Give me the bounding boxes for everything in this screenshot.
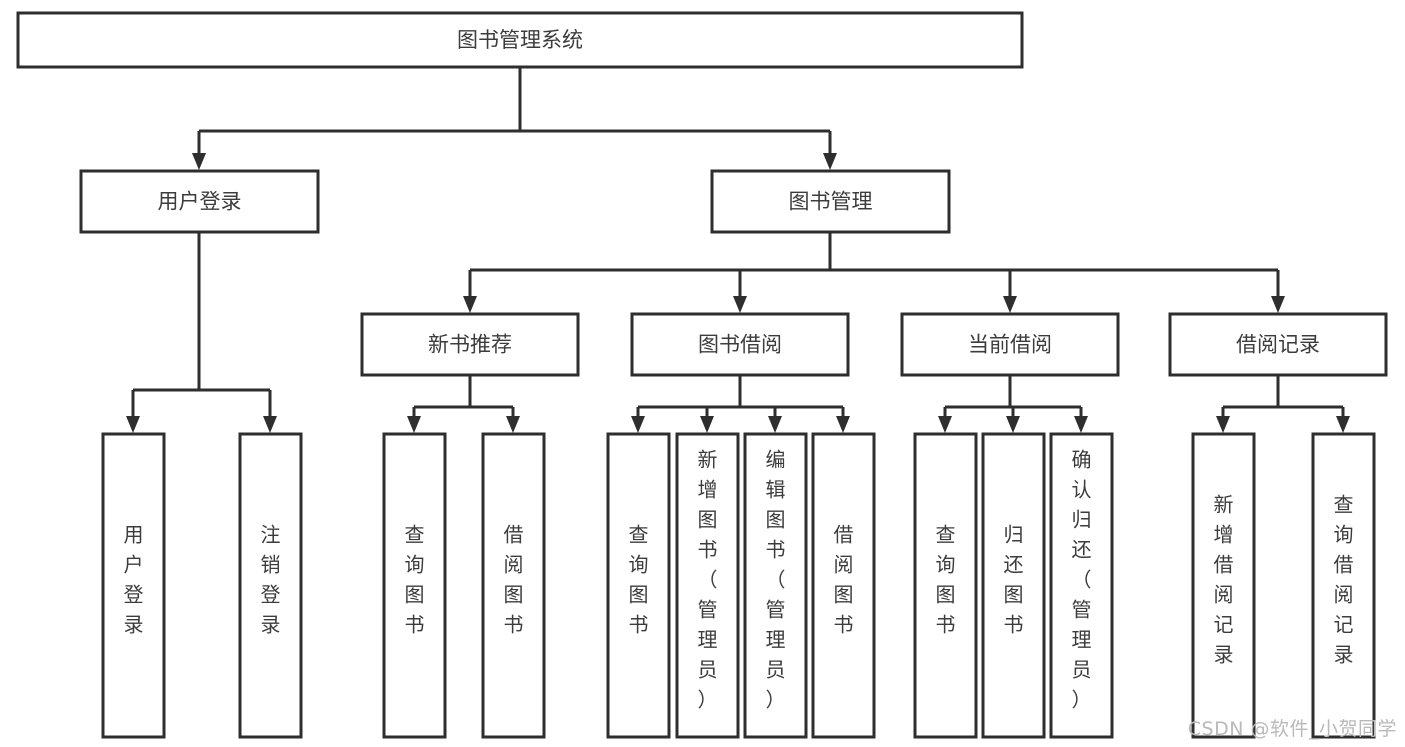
node-label: 新书推荐	[428, 333, 512, 357]
connector-layer	[126, 67, 1350, 433]
node-box[interactable]	[710, 169, 951, 234]
node-leaf-query-record[interactable]: 查询借阅记录	[1311, 432, 1376, 739]
node-label: 新增图书（管理员）	[698, 448, 718, 712]
node-label: 图书借阅	[698, 333, 782, 357]
node-label: 新增借阅记录	[1214, 493, 1234, 667]
node-box[interactable]	[382, 432, 447, 739]
node-box[interactable]	[1168, 312, 1388, 377]
connector-login-to-leaves	[126, 232, 277, 433]
node-label: 归还图书	[1004, 523, 1024, 637]
node-label: 查询图书	[936, 523, 956, 637]
node-label: 图书管理	[789, 190, 873, 214]
node-box[interactable]	[606, 432, 671, 739]
node-login[interactable]: 用户登录	[79, 169, 320, 234]
connector-bookmgmt-to-level3	[463, 232, 1285, 313]
node-box[interactable]	[675, 432, 740, 739]
node-box[interactable]	[811, 432, 876, 739]
node-newbook[interactable]: 新书推荐	[360, 312, 580, 377]
connector-root-to-level2	[192, 67, 837, 170]
node-label: 查询图书	[629, 523, 649, 637]
node-box[interactable]	[1191, 432, 1256, 739]
node-label: 确认归还（管理员）	[1072, 448, 1092, 712]
node-box[interactable]	[79, 169, 320, 234]
node-leaf-query-book-borrow[interactable]: 查询图书	[606, 432, 671, 739]
node-box[interactable]	[630, 312, 850, 377]
node-box[interactable]	[360, 312, 580, 377]
node-leaf-return-book[interactable]: 归还图书	[981, 432, 1046, 739]
node-label: 借阅记录	[1236, 333, 1320, 357]
node-label: 图书管理系统	[457, 28, 583, 52]
node-leaf-edit-book[interactable]: 编辑图书（管理员）	[743, 432, 808, 739]
node-layer: 图书管理系统用户登录图书管理新书推荐图书借阅当前借阅借阅记录用户登录注销登录查询…	[16, 11, 1388, 739]
node-box[interactable]	[1049, 432, 1114, 739]
node-label: 用户登录	[158, 190, 242, 214]
node-box[interactable]	[913, 432, 978, 739]
node-leaf-confirm-return[interactable]: 确认归还（管理员）	[1049, 432, 1114, 739]
node-box[interactable]	[900, 312, 1120, 377]
node-bookmgmt[interactable]: 图书管理	[710, 169, 951, 234]
node-leaf-add-book[interactable]: 新增图书（管理员）	[675, 432, 740, 739]
node-leaf-query-book-new[interactable]: 查询图书	[382, 432, 447, 739]
connector-current-to-leaves	[938, 375, 1088, 433]
node-label: 编辑图书（管理员）	[766, 448, 786, 712]
node-box[interactable]	[1311, 432, 1376, 739]
node-label: 当前借阅	[968, 333, 1052, 357]
node-root[interactable]: 图书管理系统	[16, 11, 1024, 69]
node-box[interactable]	[16, 11, 1024, 69]
node-label: 查询借阅记录	[1334, 493, 1354, 667]
node-current[interactable]: 当前借阅	[900, 312, 1120, 377]
node-box[interactable]	[743, 432, 808, 739]
node-leaf-user-login[interactable]: 用户登录	[101, 432, 166, 739]
node-borrow[interactable]: 图书借阅	[630, 312, 850, 377]
connector-newbook-to-leaves	[407, 375, 520, 433]
node-leaf-add-record[interactable]: 新增借阅记录	[1191, 432, 1256, 739]
node-label: 查询图书	[405, 523, 425, 637]
connector-borrow-to-leaves	[631, 375, 850, 433]
node-leaf-borrow-book[interactable]: 借阅图书	[811, 432, 876, 739]
node-box[interactable]	[481, 432, 546, 739]
node-box[interactable]	[981, 432, 1046, 739]
node-box[interactable]	[101, 432, 166, 739]
node-leaf-user-logout[interactable]: 注销登录	[238, 432, 303, 739]
node-label: 借阅图书	[504, 523, 524, 637]
node-leaf-query-book-current[interactable]: 查询图书	[913, 432, 978, 739]
node-records[interactable]: 借阅记录	[1168, 312, 1388, 377]
node-box[interactable]	[238, 432, 303, 739]
node-label: 借阅图书	[834, 523, 854, 637]
node-leaf-borrow-book-new[interactable]: 借阅图书	[481, 432, 546, 739]
node-label: 注销登录	[261, 523, 281, 637]
node-label: 用户登录	[124, 523, 144, 637]
connector-records-to-leaves	[1216, 375, 1350, 433]
